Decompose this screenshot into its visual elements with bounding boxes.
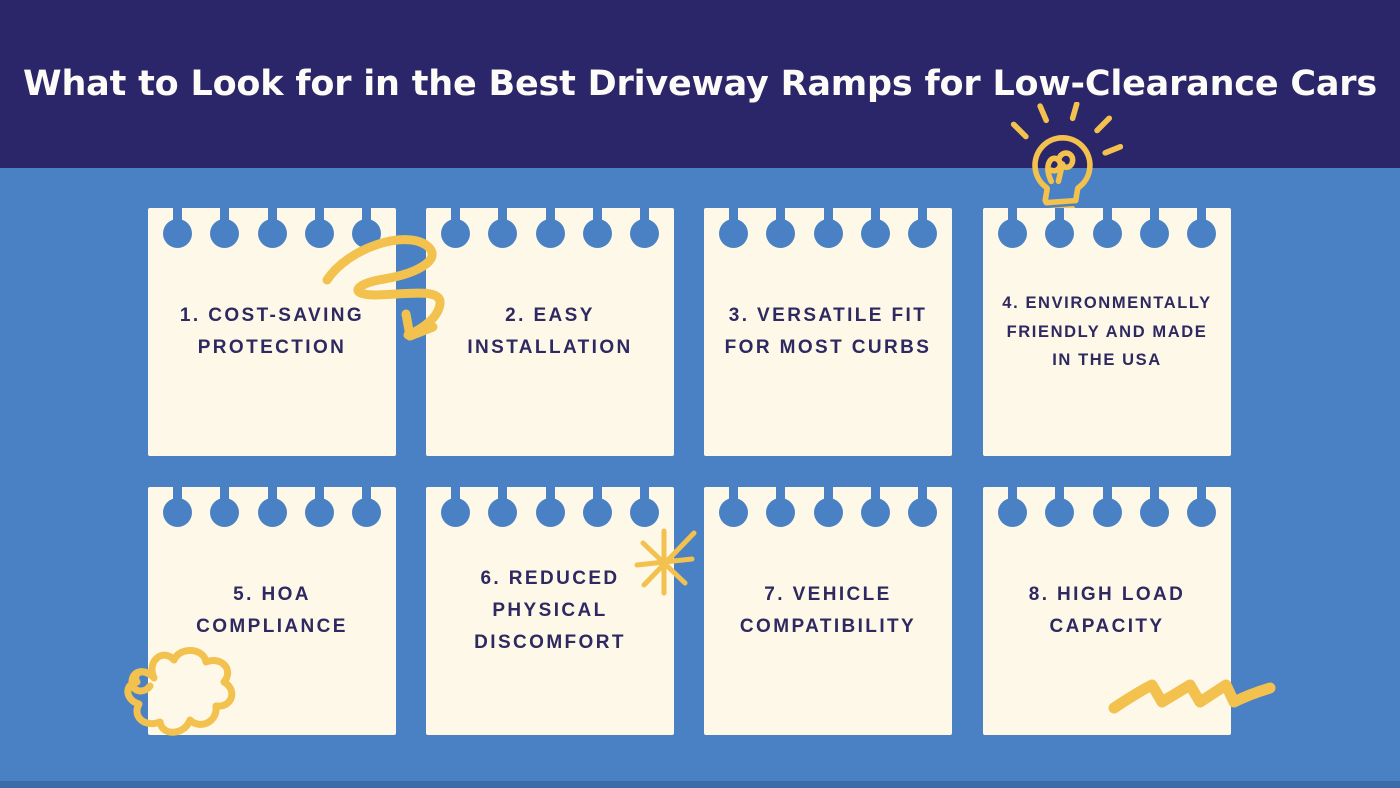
spiral-binding-hole	[441, 487, 470, 531]
note-card-6: 6. REDUCED PHYSICAL DISCOMFORT	[426, 487, 674, 735]
spiral-binding-hole	[630, 208, 659, 252]
spiral-binding-hole	[719, 208, 748, 252]
spiral-binding-hole	[583, 487, 612, 531]
note-text-4: 4. ENVIRONMENTALLY FRIENDLY AND MADE IN …	[1002, 293, 1212, 370]
spiral-binding-hole	[258, 487, 287, 531]
spiral-binding-hole	[488, 487, 517, 531]
spiral-binding-hole	[1045, 487, 1074, 531]
spiral-binding-hole	[210, 487, 239, 531]
spiral-binding-hole	[305, 208, 334, 252]
spiral-binding-hole	[258, 208, 287, 252]
spiral-binding-hole	[908, 487, 937, 531]
note-card-4: 4. ENVIRONMENTALLY FRIENDLY AND MADE IN …	[983, 208, 1231, 456]
spiral-binding-hole	[441, 208, 470, 252]
spiral-binding-hole	[488, 208, 517, 252]
spiral-binding-hole	[1140, 208, 1169, 252]
bottom-edge	[0, 781, 1400, 788]
spiral-binding-hole	[536, 487, 565, 531]
spiral-binding-hole	[814, 208, 843, 252]
spiral-binding-hole	[352, 208, 381, 252]
note-text-1: 1. COST-SAVING PROTECTION	[179, 304, 365, 358]
note-text-2: 2. EASY INSTALLATION	[467, 304, 633, 358]
spiral-binding-hole	[719, 487, 748, 531]
spiral-binding-hole	[908, 208, 937, 252]
spiral-binding-hole	[766, 487, 795, 531]
note-text-6: 6. REDUCED PHYSICAL DISCOMFORT	[474, 567, 626, 654]
spiral-binding-hole	[352, 487, 381, 531]
page-title: What to Look for in the Best Driveway Ra…	[23, 64, 1377, 104]
spiral-binding-hole	[1187, 208, 1216, 252]
spiral-binding-hole	[1140, 487, 1169, 531]
note-card-3: 3. VERSATILE FIT FOR MOST CURBS	[704, 208, 952, 456]
spiral-binding-hole	[1093, 208, 1122, 252]
spiral-binding-hole	[998, 487, 1027, 531]
spiral-binding-hole	[1045, 208, 1074, 252]
note-card-7: 7. VEHICLE COMPATIBILITY	[704, 487, 952, 735]
spiral-binding-hole	[998, 208, 1027, 252]
spiral-binding-hole	[163, 487, 192, 531]
note-text-5: 5. HOA COMPLIANCE	[196, 583, 348, 637]
spiral-binding-hole	[536, 208, 565, 252]
spiral-binding-hole	[163, 208, 192, 252]
spiral-binding-hole	[210, 208, 239, 252]
spiral-binding-hole	[1093, 487, 1122, 531]
note-card-5: 5. HOA COMPLIANCE	[148, 487, 396, 735]
note-text-8: 8. HIGH LOAD CAPACITY	[1028, 583, 1186, 637]
note-text-3: 3. VERSATILE FIT FOR MOST CURBS	[724, 304, 932, 358]
spiral-binding-hole	[766, 208, 795, 252]
spiral-binding-hole	[1187, 487, 1216, 531]
spiral-binding-hole	[305, 487, 334, 531]
spiral-binding-hole	[814, 487, 843, 531]
note-card-1: 1. COST-SAVING PROTECTION	[148, 208, 396, 456]
note-card-2: 2. EASY INSTALLATION	[426, 208, 674, 456]
header-band: What to Look for in the Best Driveway Ra…	[0, 0, 1400, 168]
spiral-binding-hole	[583, 208, 612, 252]
note-text-7: 7. VEHICLE COMPATIBILITY	[739, 583, 917, 637]
note-card-8: 8. HIGH LOAD CAPACITY	[983, 487, 1231, 735]
spiral-binding-hole	[861, 487, 890, 531]
spiral-binding-hole	[630, 487, 659, 531]
spiral-binding-hole	[861, 208, 890, 252]
